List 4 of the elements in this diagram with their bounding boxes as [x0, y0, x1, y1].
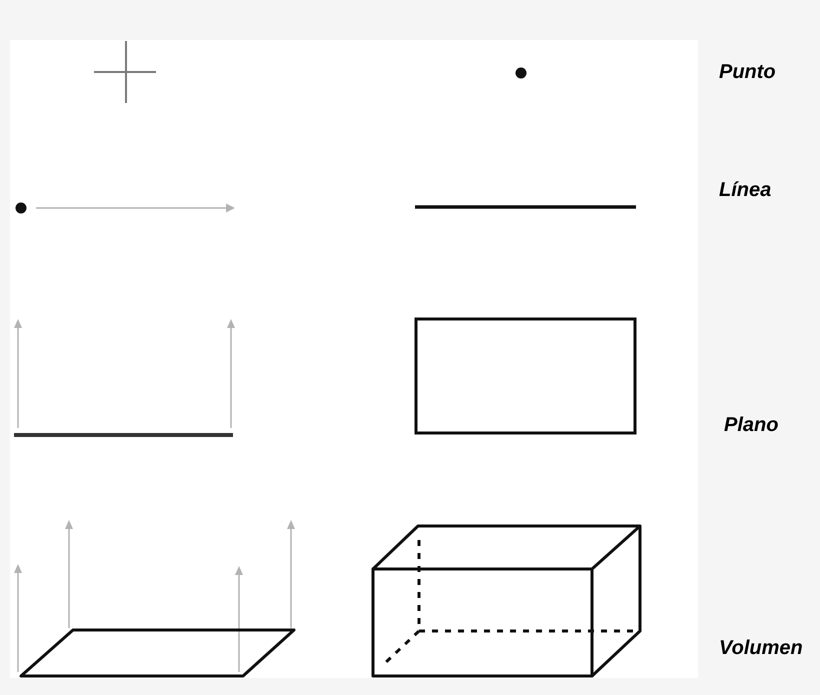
category-label: Plano — [724, 413, 778, 438]
category-label: Línea — [719, 178, 772, 203]
category-label: Punto — [719, 60, 776, 85]
category-label: Volumen — [719, 636, 803, 661]
